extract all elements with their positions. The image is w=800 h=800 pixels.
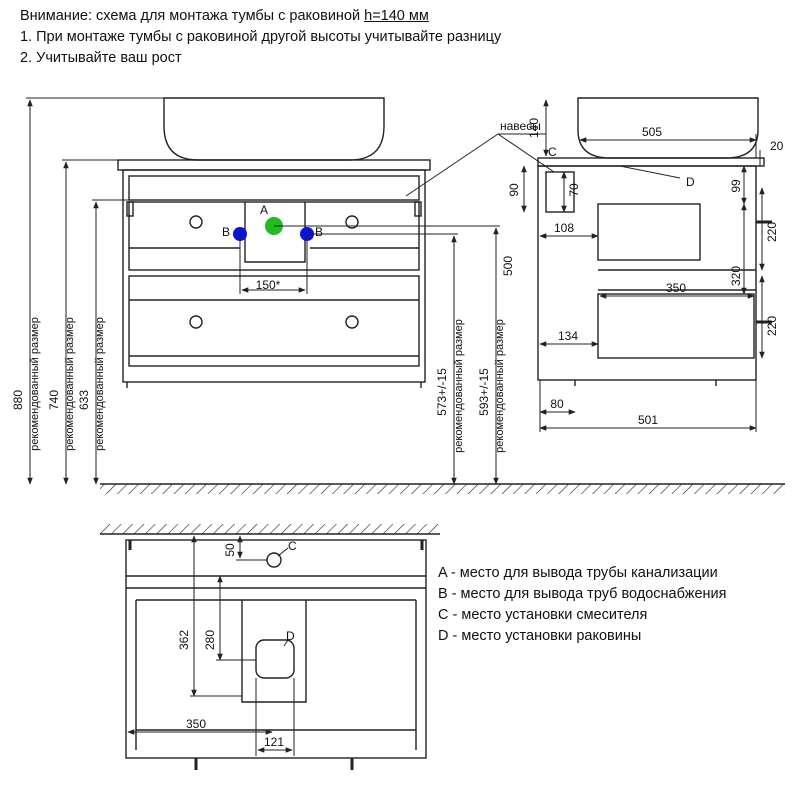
rec-label-880: рекомендованный размер <box>29 317 41 451</box>
legend-item-d: D - место установки раковины <box>438 628 642 644</box>
rec-label-593: рекомендованный размер <box>494 319 506 453</box>
label-b-right: B <box>315 225 323 239</box>
dim-108: 108 <box>554 221 574 235</box>
dim-573: 573+/-15 <box>435 368 449 416</box>
front-hole-4 <box>345 315 359 329</box>
dim-220-upper: 220 <box>765 222 779 242</box>
dim-50: 50 <box>223 543 237 557</box>
legend-item-c: C - место установки смесителя <box>438 607 648 623</box>
label-c-side: C <box>548 145 557 159</box>
front-view <box>117 97 431 388</box>
rec-label-740: рекомендованный размер <box>64 317 76 451</box>
front-hole-3 <box>189 315 203 329</box>
header-line-1: Внимание: схема для монтажа тумбы с рако… <box>20 6 501 27</box>
label-c-plan: C <box>288 539 297 553</box>
header-sink-height: h=140 мм <box>364 8 429 24</box>
header-notes: Внимание: схема для монтажа тумбы с рако… <box>20 6 501 69</box>
front-sink-bowl <box>163 97 385 161</box>
dim-501: 501 <box>638 413 658 427</box>
rec-label-633: рекомендованный размер <box>94 317 106 451</box>
dim-320: 320 <box>729 266 743 286</box>
dim-99: 99 <box>729 179 743 193</box>
plan-dimension-lines <box>127 535 295 756</box>
dim-20: 20 <box>770 139 784 153</box>
dim-134: 134 <box>558 329 578 343</box>
legend: A - место для вывода трубы канализации B… <box>438 563 726 647</box>
side-countertop <box>537 157 765 167</box>
dim-880: 880 <box>11 390 25 410</box>
front-hinge-left <box>126 201 134 217</box>
side-sink-bowl <box>577 97 759 159</box>
side-upper-drawer <box>597 203 701 261</box>
label-d-side: D <box>686 175 695 189</box>
front-hinge-right <box>414 201 422 217</box>
dim-593: 593+/-15 <box>477 368 491 416</box>
dim-505: 505 <box>642 125 662 139</box>
dim-362: 362 <box>177 630 191 650</box>
front-dimension-lines <box>26 97 500 485</box>
side-view <box>537 97 772 386</box>
header-line-2: 1. При монтаже тумбы с раковиной другой … <box>20 29 502 45</box>
rec-label-573: рекомендованный размер <box>453 319 465 453</box>
front-top-rail <box>128 175 420 201</box>
dim-350-plan: 350 <box>186 717 206 731</box>
plan-cabinet-outline <box>125 539 427 759</box>
side-cabinet-body <box>537 165 757 381</box>
legend-item-a: A - место для вывода трубы канализации <box>438 565 718 581</box>
dim-740: 740 <box>47 390 61 410</box>
dim-150: 150* <box>256 278 281 292</box>
floor-hatch <box>100 484 785 494</box>
header-line-1-text: Внимание: схема для монтажа тумбы с рако… <box>20 8 365 24</box>
front-countertop <box>117 159 431 171</box>
side-hinge-block <box>545 171 575 213</box>
front-hole-1 <box>189 215 203 229</box>
front-cabinet-body <box>122 169 426 383</box>
dim-121: 121 <box>264 735 284 749</box>
dim-280: 280 <box>203 630 217 650</box>
wall-hatch <box>100 524 440 534</box>
dim-90: 90 <box>507 183 521 197</box>
dim-70: 70 <box>567 183 581 197</box>
label-hinges: навесы <box>500 119 541 133</box>
plan-sink-outlet <box>255 639 295 679</box>
label-d-plan: D <box>286 629 295 643</box>
dim-500: 500 <box>501 256 515 276</box>
label-a: A <box>260 203 268 217</box>
front-hole-2 <box>345 215 359 229</box>
label-b-left: B <box>222 225 230 239</box>
front-lower-drawer <box>128 275 420 367</box>
dim-80: 80 <box>550 397 564 411</box>
header-line-3: 2. Учитывайте ваш рост <box>20 50 182 66</box>
dim-350-side: 350 <box>666 281 686 295</box>
side-dimension-lines <box>405 99 765 432</box>
dim-633: 633 <box>77 390 91 410</box>
side-lower-drawer <box>597 293 755 359</box>
dim-220-lower: 220 <box>765 316 779 336</box>
legend-item-b: B - место для вывода труб водоснабжения <box>438 586 727 602</box>
dim-140: 140 <box>527 118 541 138</box>
plan-siphon-cutout <box>241 600 307 703</box>
front-upper-drawer <box>128 201 420 271</box>
